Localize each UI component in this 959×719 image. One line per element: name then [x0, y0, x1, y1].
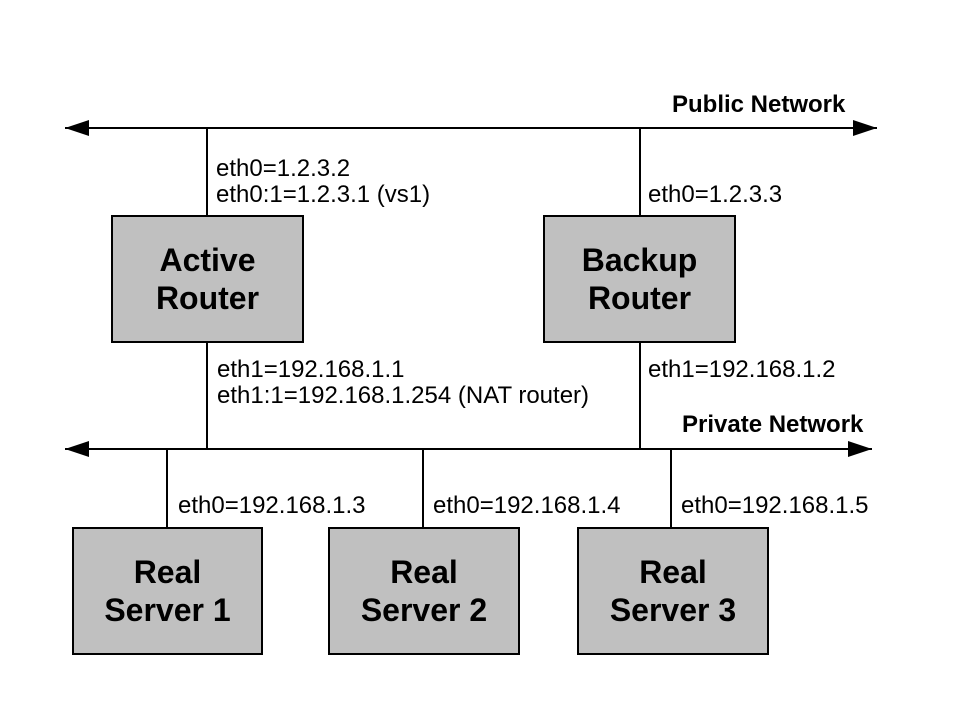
connector-backup-router-private — [639, 342, 641, 449]
real-server-2-box: Real Server 2 — [328, 527, 520, 655]
connector-backup-router-public — [639, 128, 641, 216]
interface-label: eth0=192.168.1.5 — [681, 492, 869, 519]
interface-label: eth0=1.2.3.3 — [648, 181, 783, 208]
active-router-private-interfaces: eth1=192.168.1.1 eth1:1=192.168.1.254 (N… — [217, 357, 589, 409]
interface-label: eth0=192.168.1.4 — [433, 492, 621, 519]
real-server-3-interface: eth0=192.168.1.5 — [681, 493, 869, 519]
backup-router-public-interfaces: eth0=1.2.3.3 — [648, 182, 782, 208]
connector-active-router-public — [206, 128, 208, 216]
connector-real-server-2 — [422, 449, 424, 528]
public-network-line — [65, 127, 877, 129]
arrow-left-icon — [65, 120, 89, 136]
interface-label: eth1=192.168.1.2 — [648, 356, 836, 383]
real-server-3-box: Real Server 3 — [577, 527, 769, 655]
connector-active-router-private — [206, 342, 208, 449]
arrow-right-icon — [853, 120, 877, 136]
private-network-line — [65, 448, 872, 450]
backup-router-private-interfaces: eth1=192.168.1.2 — [648, 357, 836, 383]
active-router-public-interfaces: eth0=1.2.3.2 eth0:1=1.2.3.1 (vs1) — [216, 156, 430, 208]
arrow-right-icon — [848, 441, 872, 457]
interface-label: eth1:1=192.168.1.254 (NAT router) — [217, 382, 590, 409]
real-server-1-box: Real Server 1 — [72, 527, 263, 655]
private-network-label: Private Network — [682, 411, 864, 438]
real-server-2-interface: eth0=192.168.1.4 — [433, 493, 621, 519]
real-server-1-interface: eth0=192.168.1.3 — [178, 493, 366, 519]
interface-label: eth1=192.168.1.1 — [217, 356, 405, 383]
active-router-box: Active Router — [111, 215, 304, 343]
connector-real-server-1 — [166, 449, 168, 528]
interface-label: eth0=192.168.1.3 — [178, 492, 366, 519]
interface-label: eth0:1=1.2.3.1 (vs1) — [216, 181, 431, 208]
arrow-left-icon — [65, 441, 89, 457]
connector-real-server-3 — [670, 449, 672, 528]
interface-label: eth0=1.2.3.2 — [216, 155, 351, 182]
public-network-label: Public Network — [672, 91, 846, 118]
backup-router-box: Backup Router — [543, 215, 736, 343]
